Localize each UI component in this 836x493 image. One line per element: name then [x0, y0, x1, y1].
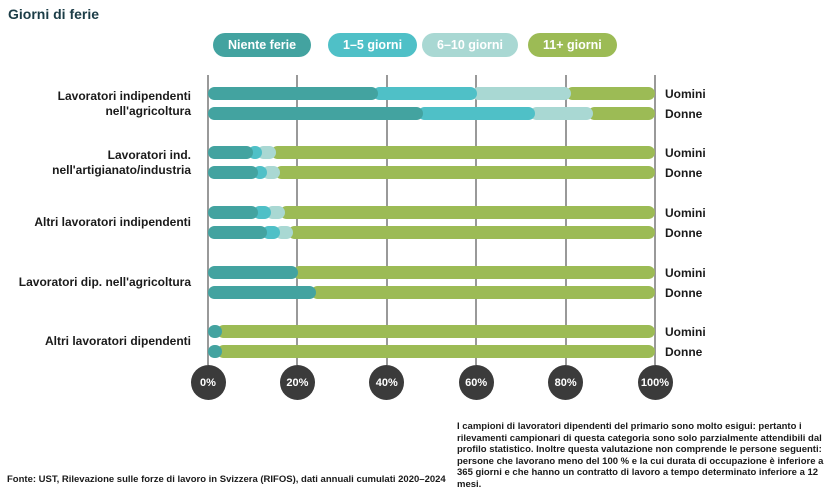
category-label: Altri lavoratori indipendenti — [0, 203, 191, 242]
gridline — [385, 75, 388, 365]
legend-pill: 11+ giorni — [528, 33, 617, 57]
sex-label: Donne — [665, 106, 703, 121]
axis-tick: 60% — [458, 365, 494, 400]
bar-segment-niente-ferie — [208, 146, 254, 159]
bar-segment-niente-ferie — [208, 87, 379, 100]
bar-segment-11+-giorni — [216, 325, 655, 338]
bar-row — [208, 206, 655, 219]
axis-tick: 0% — [190, 365, 226, 400]
sex-label: Uomini — [665, 205, 706, 220]
category-label-line: Altri lavoratori indipendenti — [34, 215, 191, 229]
bar-segment-niente-ferie — [208, 107, 424, 120]
bar-segment-niente-ferie — [208, 166, 258, 179]
bar-segment-1–5-giorni — [373, 87, 477, 100]
bar-segment-6–10-giorni — [257, 146, 276, 159]
bar-segment-6–10-giorni — [275, 226, 294, 239]
gridline — [296, 75, 299, 365]
gridline — [654, 75, 656, 365]
bar-row — [208, 286, 655, 299]
bar-segment-1–5-giorni — [418, 107, 535, 120]
legend-pill: 1–5 giorni — [328, 33, 418, 57]
legend-pill: 6–10 giorni — [422, 33, 518, 57]
axis-tick: 80% — [548, 365, 584, 400]
bar-segment-6–10-giorni — [471, 87, 571, 100]
category-label: Altri lavoratori dipendenti — [0, 322, 191, 361]
axis-tick: 40% — [369, 365, 405, 400]
bar-segment-11+-giorni — [270, 146, 655, 159]
bar-segment-niente-ferie — [208, 345, 222, 358]
bar-row — [208, 166, 655, 179]
category-label-line: nell'agricoltura — [105, 103, 191, 118]
sex-label: Uomini — [665, 145, 706, 160]
bar-row — [208, 87, 655, 100]
bar-segment-11+-giorni — [216, 345, 655, 358]
category-label-line: Lavoratori ind. — [107, 147, 191, 162]
bar-segment-niente-ferie — [208, 286, 316, 299]
bar-row — [208, 266, 655, 279]
footnote: I campioni di lavoratori dipendenti del … — [457, 421, 824, 490]
bar-segment-6–10-giorni — [529, 107, 593, 120]
sex-label: Uomini — [665, 86, 706, 101]
bar-row — [208, 345, 655, 358]
sex-label: Donne — [665, 344, 703, 359]
category-label: Lavoratori ind.nell'artigianato/industri… — [0, 143, 191, 182]
bar-segment-11+-giorni — [587, 107, 655, 120]
bar-segment-11+-giorni — [565, 87, 655, 100]
category-label: Lavoratori dip. nell'agricoltura — [0, 263, 191, 302]
sex-label: Uomini — [665, 324, 706, 339]
gridline — [207, 75, 209, 365]
sex-label: Donne — [665, 225, 703, 240]
bar-segment-11+-giorni — [292, 266, 655, 279]
legend-pill: Niente ferie — [213, 33, 312, 57]
chart-title: Giorni di ferie — [8, 6, 100, 22]
bar-segment-niente-ferie — [208, 266, 298, 279]
bar-segment-niente-ferie — [208, 325, 222, 338]
bar-segment-11+-giorni — [275, 166, 655, 179]
gridline — [475, 75, 478, 365]
source-note: Fonte: UST, Rilevazione sulle forze di l… — [7, 474, 446, 485]
bar-row — [208, 107, 655, 120]
axis-tick: 20% — [279, 365, 315, 400]
bar-row — [208, 325, 655, 338]
bar-segment-11+-giorni — [310, 286, 655, 299]
category-label-line: nell'artigianato/industria — [52, 162, 191, 177]
bar-segment-11+-giorni — [288, 226, 655, 239]
bar-segment-11+-giorni — [279, 206, 655, 219]
bar-segment-6–10-giorni — [266, 206, 285, 219]
category-label-line: Lavoratori dip. nell'agricoltura — [18, 275, 191, 289]
bar-segment-niente-ferie — [208, 206, 258, 219]
bar-segment-niente-ferie — [208, 226, 267, 239]
gridline — [564, 75, 567, 365]
sex-label: Donne — [665, 285, 703, 300]
category-label-line: Lavoratori indipendenti — [57, 88, 191, 103]
sex-label: Uomini — [665, 265, 706, 280]
sex-label: Donne — [665, 165, 703, 180]
bar-row — [208, 146, 655, 159]
bar-row — [208, 226, 655, 239]
category-label-line: Altri lavoratori dipendenti — [44, 334, 191, 348]
axis-tick: 100% — [637, 365, 673, 400]
